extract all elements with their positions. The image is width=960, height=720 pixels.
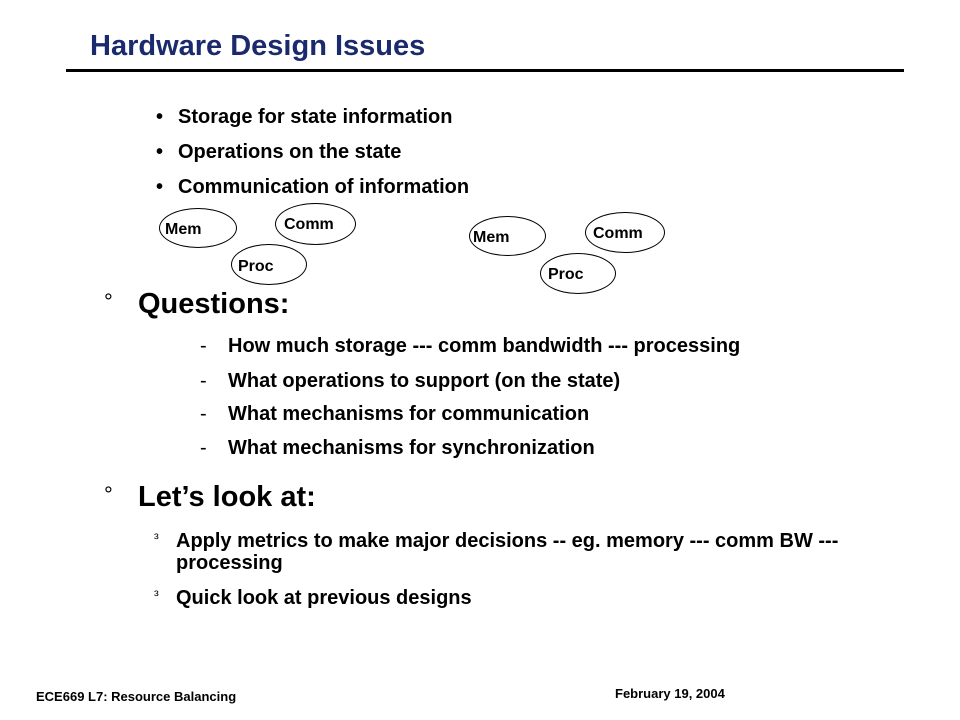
sub-marker: ³ — [154, 530, 159, 546]
comm-label: Comm — [593, 225, 643, 242]
dash-marker: - — [200, 335, 207, 357]
bullet-item: • Communication of information — [156, 176, 469, 199]
lets-look-heading: ° Let’s look at: — [104, 481, 316, 514]
bullet-text: Operations on the state — [178, 141, 402, 163]
question-text: How much storage --- comm bandwidth --- … — [228, 335, 741, 357]
question-item: -What mechanisms for synchronization — [200, 437, 595, 460]
dash-marker: - — [200, 403, 207, 425]
question-item: -What mechanisms for communication — [200, 403, 589, 426]
bullet-marker: • — [156, 106, 164, 128]
footer-course: ECE669 L7: Resource Balancing — [36, 689, 237, 704]
bullet-item: • Operations on the state — [156, 141, 401, 164]
heading-text: Questions: — [138, 288, 290, 320]
proc-label: Proc — [548, 266, 584, 283]
bullet-marker: • — [156, 141, 164, 163]
heading-marker: ° — [104, 289, 113, 314]
footer-date: February 19, 2004 — [615, 686, 725, 701]
proc-node — [231, 244, 307, 285]
lets-look-item: ³ Apply metrics to make major decisions … — [154, 530, 856, 574]
lets-look-text: Apply metrics to make major decisions --… — [176, 530, 839, 574]
mem-label: Mem — [165, 221, 202, 238]
bullet-marker: • — [156, 176, 164, 198]
comm-node — [585, 212, 665, 253]
question-text: What mechanisms for synchronization — [228, 437, 595, 459]
slide-title: Hardware Design Issues — [90, 30, 426, 62]
mem-node — [469, 216, 546, 256]
bullet-item: • Storage for state information — [156, 106, 452, 129]
question-item: -What operations to support (on the stat… — [200, 370, 620, 393]
proc-node — [540, 253, 616, 294]
lets-look-text: Quick look at previous designs — [176, 587, 472, 609]
proc-label: Proc — [238, 258, 274, 275]
comm-label: Comm — [284, 216, 334, 233]
heading-text: Let’s look at: — [138, 481, 316, 513]
bullet-text: Storage for state information — [178, 106, 453, 128]
sub-marker: ³ — [154, 587, 159, 603]
mem-label: Mem — [473, 229, 510, 246]
question-text: What mechanisms for communication — [228, 403, 590, 425]
dash-marker: - — [200, 437, 207, 459]
mem-node — [159, 208, 237, 248]
dash-marker: - — [200, 370, 207, 392]
bullet-text: Communication of information — [178, 176, 470, 198]
comm-node — [275, 203, 356, 245]
lets-look-item: ³ Quick look at previous designs — [154, 587, 856, 609]
title-underline — [66, 69, 904, 72]
questions-heading: ° Questions: — [104, 288, 289, 321]
question-item: -How much storage --- comm bandwidth ---… — [200, 335, 740, 358]
question-text: What operations to support (on the state… — [228, 370, 621, 392]
heading-marker: ° — [104, 482, 113, 507]
